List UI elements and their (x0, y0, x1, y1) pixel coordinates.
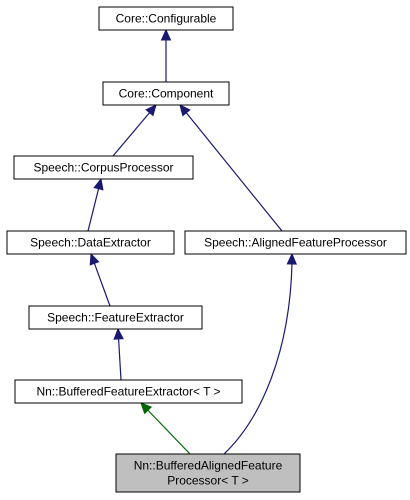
edge-feature-extractor-to-data-extractor-line (93, 262, 111, 307)
class-node-component[interactable]: Core::Component (102, 81, 230, 106)
class-node-corpus-processor[interactable]: Speech::CorpusProcessor (13, 155, 194, 180)
edge-corpus-processor-to-component-line (112, 111, 151, 157)
edges-layer (87, 28, 298, 455)
edge-corpus-processor-to-component (112, 104, 157, 157)
class-node-box (13, 155, 194, 180)
edge-buffered-aligned-feature-processor-to-aligned-feature-processor-line (223, 262, 293, 455)
class-node-label: Processor< T > (167, 474, 249, 488)
class-node-feature-extractor[interactable]: Speech::FeatureExtractor (28, 305, 203, 330)
edge-feature-extractor-to-data-extractor (89, 252, 111, 307)
edge-component-to-configurable-arrowhead (160, 28, 172, 41)
class-node-label: Speech::AlignedFeatureProcessor (204, 236, 387, 250)
edge-corpus-processor-to-component-arrowhead (145, 104, 157, 117)
edge-component-to-configurable (160, 28, 172, 82)
class-node-label: Nn::BufferedFeatureExtractor< T > (36, 385, 220, 399)
class-node-label: Speech::CorpusProcessor (33, 161, 173, 175)
class-node-box (98, 6, 234, 31)
edge-feature-extractor-to-data-extractor-arrowhead (89, 252, 100, 266)
edge-aligned-feature-processor-to-component-arrowhead (179, 104, 191, 117)
class-node-configurable[interactable]: Core::Configurable (98, 6, 234, 31)
edge-buffered-feature-extractor-to-feature-extractor (113, 327, 124, 381)
edge-buffered-aligned-feature-processor-to-buffered-feature-extractor-arrowhead (140, 402, 153, 415)
edge-buffered-aligned-feature-processor-to-buffered-feature-extractor (140, 402, 191, 455)
class-node-aligned-feature-processor[interactable]: Speech::AlignedFeatureProcessor (184, 230, 407, 255)
edge-data-extractor-to-corpus-processor-line (87, 187, 100, 232)
edge-buffered-feature-extractor-to-feature-extractor-line (117, 337, 122, 381)
class-node-box (184, 230, 407, 255)
edge-buffered-feature-extractor-to-feature-extractor-arrowhead (113, 327, 124, 340)
class-node-buffered-feature-extractor[interactable]: Nn::BufferedFeatureExtractor< T > (14, 379, 243, 404)
class-node-box (14, 379, 243, 404)
edge-data-extractor-to-corpus-processor (87, 177, 104, 232)
nodes-layer: Core::ConfigurableCore::ComponentSpeech:… (6, 6, 407, 493)
class-node-box (28, 305, 203, 330)
edge-buffered-aligned-feature-processor-to-aligned-feature-processor-arrowhead (286, 252, 298, 265)
class-node-box (115, 453, 301, 493)
edge-aligned-feature-processor-to-component-line (185, 111, 283, 232)
edge-buffered-aligned-feature-processor-to-aligned-feature-processor (223, 252, 298, 455)
class-node-label: Speech::FeatureExtractor (47, 311, 184, 325)
edge-data-extractor-to-corpus-processor-arrowhead (93, 177, 104, 191)
edge-aligned-feature-processor-to-component (179, 104, 283, 232)
class-node-data-extractor[interactable]: Speech::DataExtractor (6, 230, 175, 255)
class-node-label: Core::Configurable (116, 12, 217, 26)
class-node-box (6, 230, 175, 255)
class-node-box (102, 81, 230, 106)
class-node-label: Core::Component (119, 87, 214, 101)
edge-buffered-aligned-feature-processor-to-buffered-feature-extractor-line (146, 409, 191, 455)
class-node-label: Speech::DataExtractor (30, 236, 151, 250)
class-node-label: Nn::BufferedAlignedFeature (134, 459, 283, 473)
